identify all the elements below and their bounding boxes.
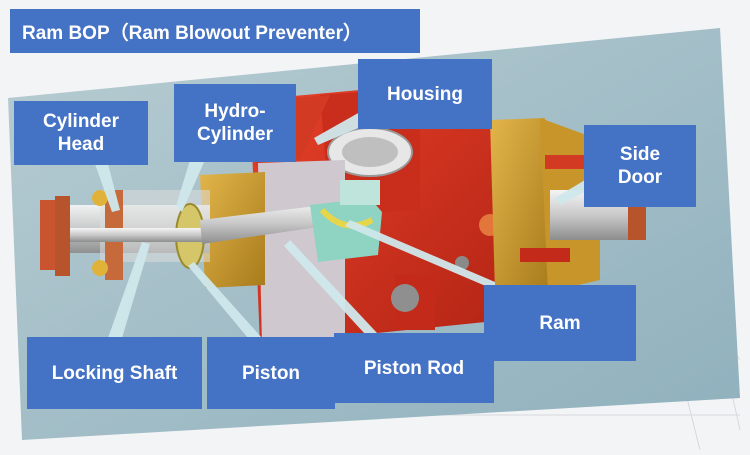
leader-hydro-cylinder (176, 160, 205, 212)
leader-locking-shaft (108, 242, 150, 338)
label-housing: Housing (358, 59, 492, 129)
leader-piston-rod (284, 240, 378, 334)
diagram-title: Ram BOP（Ram Blowout Preventer） (10, 9, 420, 53)
leader-piston (188, 262, 262, 338)
label-ram: Ram (484, 285, 636, 361)
leader-housing (314, 112, 372, 145)
label-cylinder-head: Cylinder Head (14, 101, 148, 165)
label-piston-rod: Piston Rod (334, 333, 494, 403)
leader-lines (95, 112, 612, 338)
label-hydro-cylinder: Hydro- Cylinder (174, 84, 296, 162)
label-piston: Piston (207, 337, 335, 409)
label-side-door: Side Door (584, 125, 696, 207)
leader-ram (345, 220, 495, 290)
leader-cylinder-head (95, 164, 120, 212)
locking-shaft-part (70, 228, 210, 242)
label-locking-shaft: Locking Shaft (27, 337, 202, 409)
